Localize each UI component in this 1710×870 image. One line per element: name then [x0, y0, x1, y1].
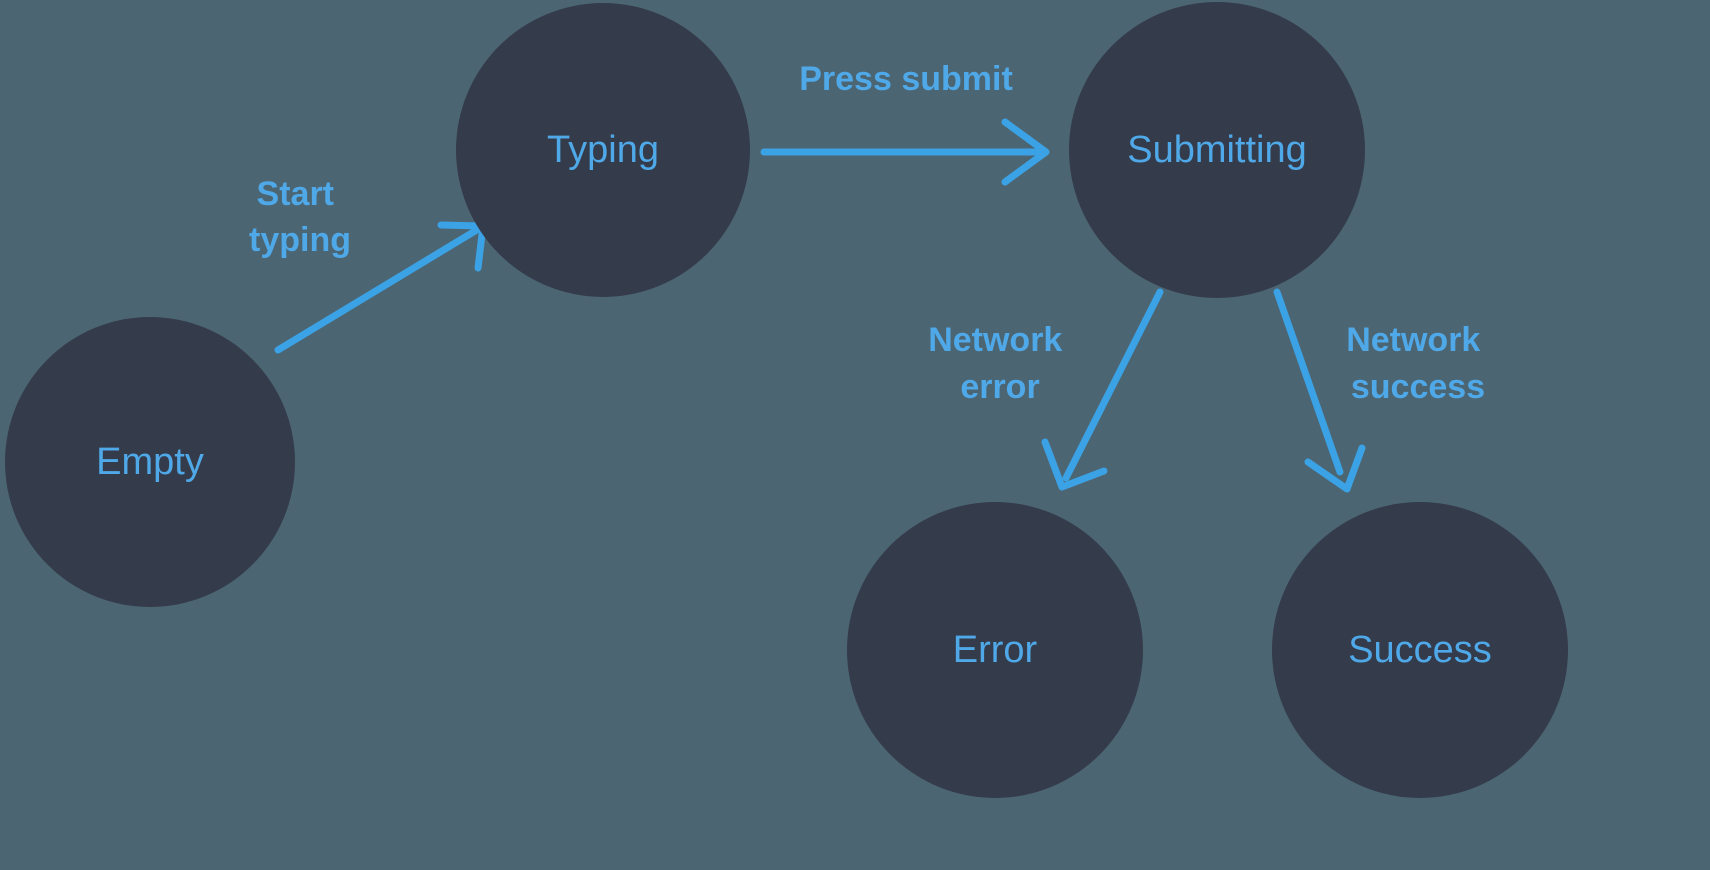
edge-group: Start typing Press submit Network error — [249, 60, 1490, 493]
state-node-circle-typing — [456, 3, 750, 297]
state-node-label-error: Error — [953, 629, 1038, 671]
edge-label-network-success: Network success — [1346, 321, 1490, 406]
edge-submitting-to-success[interactable]: Network success — [1273, 288, 1490, 493]
state-node-circle-submitting — [1069, 2, 1365, 298]
node-group: Empty Typing Submitting Error Success — [5, 2, 1568, 798]
state-node-circle-empty — [5, 317, 295, 607]
state-node-typing[interactable]: Typing — [456, 3, 750, 297]
arrowhead-icon-typing-to-submitting — [1001, 118, 1050, 186]
state-node-submitting[interactable]: Submitting — [1069, 2, 1365, 298]
state-node-label-submitting: Submitting — [1127, 129, 1307, 171]
state-node-circle-error — [847, 502, 1143, 798]
edge-line-submitting-to-error — [1062, 288, 1164, 482]
edge-label-line: success — [1351, 368, 1485, 406]
edge-typing-to-submitting[interactable]: Press submit — [760, 60, 1050, 186]
edge-label-press-submit: Press submit — [799, 60, 1013, 98]
state-node-label-empty: Empty — [96, 441, 204, 483]
state-node-error[interactable]: Error — [847, 502, 1143, 798]
arrowhead-icon-submitting-to-error — [1041, 438, 1108, 491]
edge-label-line: Start — [257, 175, 334, 213]
edge-label-line: typing — [249, 221, 351, 259]
edge-label-line: error — [960, 368, 1039, 406]
state-node-label-typing: Typing — [547, 129, 659, 171]
edge-submitting-to-error[interactable]: Network error — [928, 288, 1164, 491]
state-node-circle-success — [1272, 502, 1568, 798]
state-node-label-success: Success — [1348, 629, 1492, 671]
state-node-empty[interactable]: Empty — [5, 317, 295, 607]
edge-line-submitting-to-success — [1273, 288, 1344, 476]
arrowhead-icon-submitting-to-success — [1304, 444, 1366, 493]
edge-label-start-typing: Start typing — [249, 175, 351, 259]
edge-label-line: Network — [1346, 321, 1480, 359]
edge-label-network-error: Network error — [928, 321, 1072, 406]
edge-label-line: Press submit — [799, 60, 1013, 98]
edge-line-empty-to-typing — [274, 224, 484, 354]
edge-empty-to-typing[interactable]: Start typing — [249, 175, 487, 354]
edge-label-line: Network — [928, 321, 1062, 359]
state-node-success[interactable]: Success — [1272, 502, 1568, 798]
